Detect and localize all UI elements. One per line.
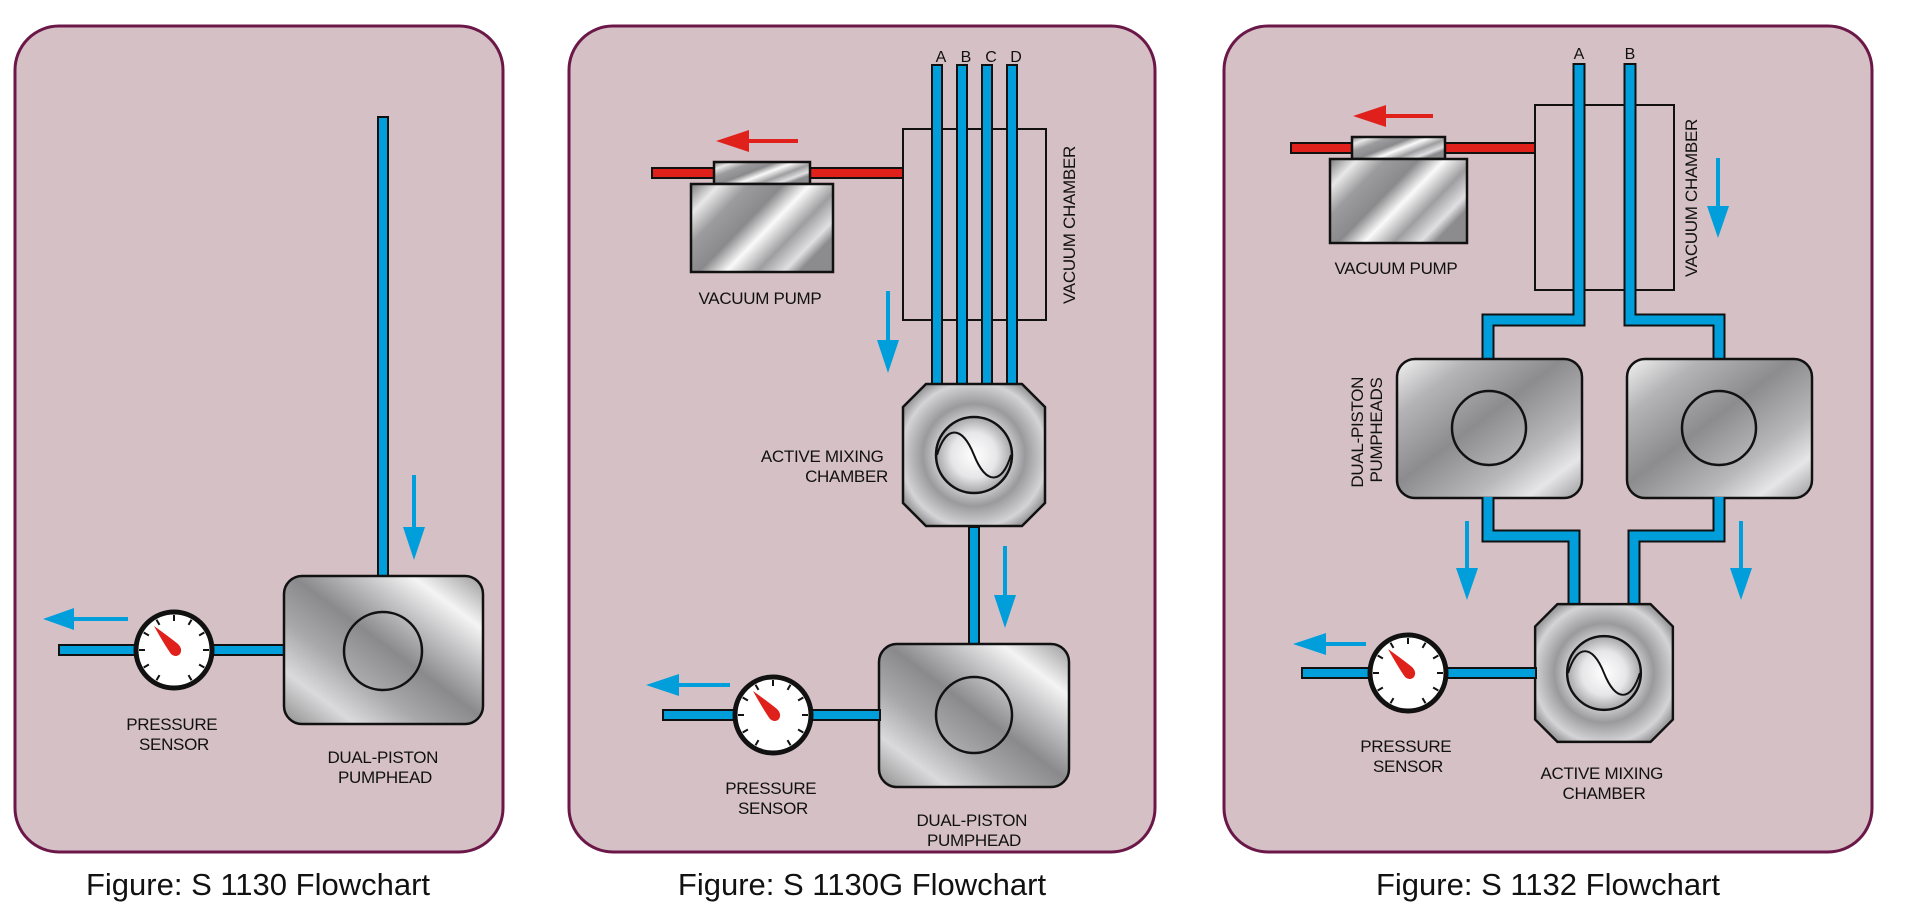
channel-label-b: B [1625, 46, 1636, 63]
dual-piston-pumphead-right [1625, 357, 1814, 500]
pumphead-label: DUAL-PISTON PUMPHEAD [327, 748, 442, 787]
vacuum-pump-label: VACUUM PUMP [1335, 259, 1458, 278]
figure-s1130g: A B C D VACUUM CHAMBER VACUUM PUMP [567, 24, 1157, 902]
channel-pipe-c [981, 64, 993, 386]
channel-label-a: A [1574, 46, 1585, 63]
pressure-gauge-icon [136, 612, 212, 688]
piston-icon [934, 675, 1014, 755]
piston-icon [1680, 389, 1758, 467]
active-mixing-chamber-icon [1533, 602, 1675, 744]
dual-piston-pumphead [877, 642, 1071, 789]
flow-arrow-down-icon [1456, 521, 1478, 600]
channel-label-a: A [936, 49, 947, 66]
channel-pipe-a [1481, 63, 1586, 360]
channel-pipe-d [1006, 64, 1018, 386]
flow-arrow-down-icon [1707, 158, 1729, 238]
flow-arrow-down-icon [994, 546, 1016, 628]
figure-caption: Figure: S 1132 Flowchart [1376, 867, 1720, 902]
figure-s1132: A B VACUUM CHAMBER VACUUM PUMP [1222, 24, 1874, 902]
flow-arrow-left-icon [1293, 633, 1366, 655]
pressure-sensor-label: PRESSURE SENSOR [725, 779, 821, 818]
vacuum-chamber-label: VACUUM CHAMBER [1682, 119, 1701, 277]
pump-to-mixer-pipe-right [1627, 497, 1726, 606]
pumphead-label: DUAL-PISTON PUMPHEAD [916, 811, 1031, 850]
channel-pipe-b [1623, 63, 1726, 360]
pressure-sensor-label: PRESSURE SENSOR [126, 715, 222, 754]
flow-arrow-head-icon [877, 340, 899, 373]
channel-pipe-b [956, 64, 968, 386]
pressure-gauge-icon [735, 677, 811, 753]
vacuum-flow-arrow-left-icon [1353, 105, 1433, 127]
flow-arrow-down-icon [1730, 521, 1752, 600]
active-mixing-chamber-icon [901, 382, 1047, 528]
dual-piston-pumphead-left [1395, 357, 1584, 500]
vacuum-chamber [1534, 104, 1675, 291]
dual-piston-pumphead [282, 574, 485, 726]
vacuum-chamber [902, 128, 1047, 321]
pump-to-mixer-pipe-left [1481, 497, 1581, 606]
pressure-sensor-label: PRESSURE SENSOR [1360, 737, 1456, 776]
panel-background [13, 24, 505, 854]
flow-arrow-left-icon [646, 674, 730, 696]
pressure-gauge-icon [1370, 635, 1446, 711]
channel-labels: A B C D [936, 49, 1022, 66]
pumpheads-label: DUAL-PISTON PUMPHEADS [1348, 372, 1386, 487]
mixing-chamber-label: ACTIVE MIXING CHAMBER [761, 447, 888, 486]
channel-label-b: B [961, 49, 972, 66]
vacuum-pump-label: VACUUM PUMP [699, 289, 822, 308]
solvent-inlet-pipe [377, 116, 389, 578]
flow-arrow-down-icon [886, 291, 890, 343]
vacuum-chamber-label: VACUUM CHAMBER [1060, 146, 1079, 304]
channel-pipe-a [931, 64, 943, 386]
mixer-to-pump-pipe [968, 526, 980, 646]
piston-icon [1450, 389, 1528, 467]
vacuum-pump [689, 160, 835, 274]
figure-s1130: PRESSURE SENSOR DUAL-PISTON PUMPHEAD Fig… [13, 24, 505, 902]
vacuum-pump [1328, 135, 1469, 245]
mixing-chamber-label: ACTIVE MIXING CHAMBER [1540, 764, 1667, 803]
flow-arrow-left-icon [43, 608, 128, 630]
flow-arrow-down-icon [403, 475, 425, 560]
figure-caption: Figure: S 1130G Flowchart [678, 867, 1047, 902]
figure-caption: Figure: S 1130 Flowchart [86, 867, 430, 902]
vacuum-flow-arrow-left-icon [716, 130, 798, 152]
channel-label-d: D [1010, 49, 1022, 66]
channel-label-c: C [985, 49, 997, 66]
piston-icon [342, 610, 424, 692]
